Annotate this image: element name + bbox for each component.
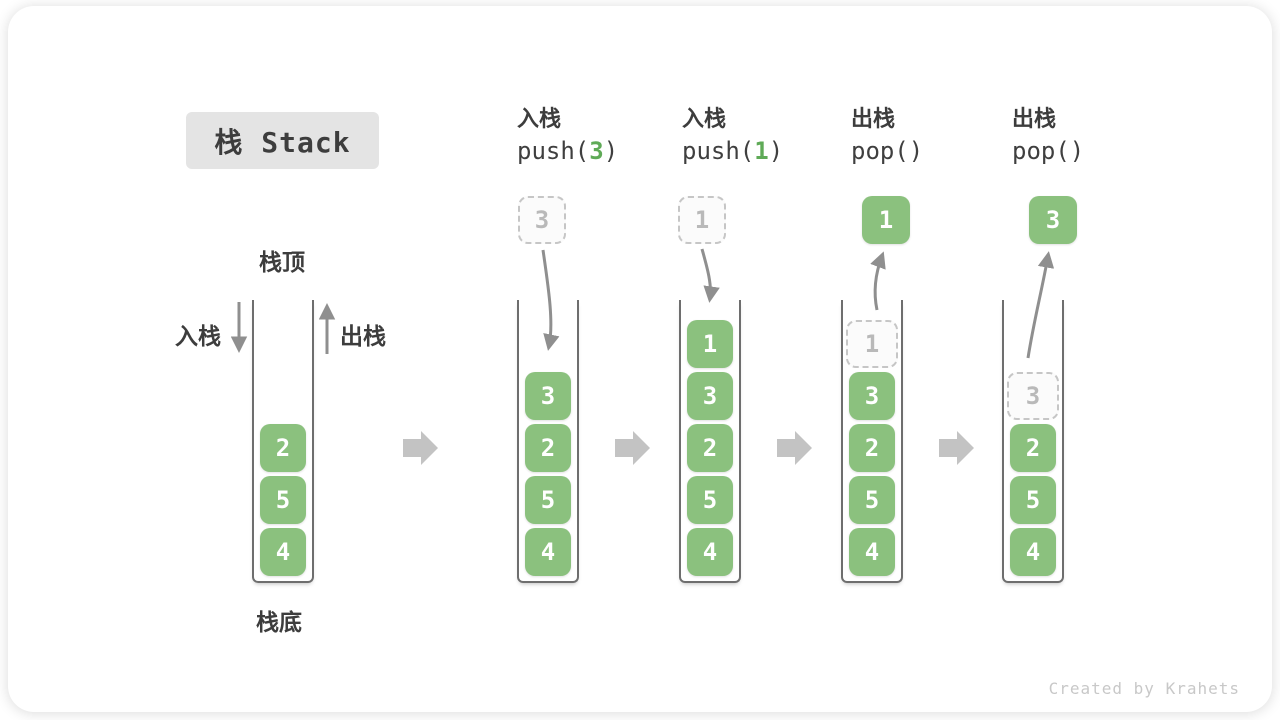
stack-cell: 4 — [687, 528, 733, 576]
op-header-push-1: 入栈 push(1) — [682, 104, 842, 168]
stack-cell: 3 — [525, 372, 571, 420]
stack-cell: 5 — [260, 476, 306, 524]
incoming-value-box: 3 — [518, 196, 566, 244]
diagram-title: 栈 Stack — [186, 112, 379, 169]
stack-cell: 2 — [525, 424, 571, 472]
stack-cell: 3 — [687, 372, 733, 420]
code-pre: push( — [517, 137, 590, 165]
stack-cell: 3 — [849, 372, 895, 420]
stack-cell: 2 — [260, 424, 306, 472]
stack-cell-ghost: 3 — [1007, 372, 1059, 420]
code-pre: pop() — [1012, 137, 1085, 165]
stack-cell: 5 — [1010, 476, 1056, 524]
op-header-pop-1: 出栈 pop() — [851, 104, 1011, 168]
stack-container-4 — [841, 300, 903, 583]
op-label: 入栈 — [517, 106, 562, 131]
op-header-pop-2: 出栈 pop() — [1012, 104, 1172, 168]
stack-bottom-label: 栈底 — [256, 609, 302, 635]
stack-cell: 5 — [525, 476, 571, 524]
op-code: push(3) — [517, 134, 677, 168]
push-direction-label: 入栈 — [175, 323, 221, 349]
stack-cell: 1 — [687, 320, 733, 368]
stack-cell: 4 — [260, 528, 306, 576]
code-post: ) — [603, 137, 619, 165]
stack-cell: 2 — [687, 424, 733, 472]
stack-container-5 — [1002, 300, 1064, 583]
code-arg: 3 — [589, 137, 604, 165]
stack-cell: 4 — [1010, 528, 1056, 576]
stack-cell: 2 — [849, 424, 895, 472]
stack-top-label: 栈顶 — [259, 249, 305, 275]
stack-cell-ghost: 1 — [846, 320, 898, 368]
op-label: 出栈 — [1012, 106, 1057, 131]
op-code: push(1) — [682, 134, 842, 168]
op-label: 入栈 — [682, 106, 727, 131]
stack-cell: 5 — [687, 476, 733, 524]
code-arg: 1 — [754, 137, 769, 165]
stack-cell: 4 — [849, 528, 895, 576]
credit-text: Created by Krahets — [1048, 679, 1240, 698]
stack-container-1 — [252, 300, 314, 583]
pop-direction-label: 出栈 — [340, 323, 386, 349]
op-header-push-3: 入栈 push(3) — [517, 104, 677, 168]
incoming-value-box: 1 — [678, 196, 726, 244]
code-pre: pop() — [851, 137, 924, 165]
op-code: pop() — [851, 134, 1011, 168]
op-label: 出栈 — [851, 106, 896, 131]
code-pre: push( — [682, 137, 755, 165]
op-code: pop() — [1012, 134, 1172, 168]
popped-value-box: 1 — [862, 196, 910, 244]
stack-container-2 — [517, 300, 579, 583]
stack-cell: 2 — [1010, 424, 1056, 472]
stack-container-3 — [679, 300, 741, 583]
stack-cell: 4 — [525, 528, 571, 576]
stack-cell: 5 — [849, 476, 895, 524]
code-post: ) — [768, 137, 784, 165]
popped-value-box: 3 — [1029, 196, 1077, 244]
